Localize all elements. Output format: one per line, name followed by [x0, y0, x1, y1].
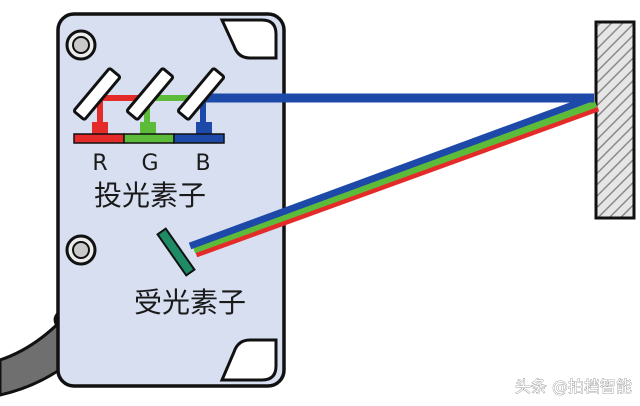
emitter-leds: [73, 122, 225, 144]
return-beam-green: [192, 100, 598, 254]
screw-icon-top: [65, 29, 97, 61]
receiver-element: [156, 227, 196, 277]
reflector-plate: [594, 20, 636, 220]
channel-label-b: B: [195, 151, 210, 176]
mirror-g: [125, 67, 175, 121]
return-beam-red: [194, 104, 600, 258]
channel-label-r: R: [92, 151, 107, 176]
mirror-r: [72, 67, 122, 121]
emitter-optics: [72, 67, 226, 128]
sensor-housing: [56, 12, 286, 388]
mirror-b: [176, 67, 226, 121]
beam-paths: [188, 93, 600, 258]
emitter-label: 投光素子: [94, 179, 206, 212]
watermark: 头条 @拍档智能: [515, 377, 632, 396]
screw-icon-bottom: [65, 234, 97, 266]
receiver-label: 受光素子: [134, 286, 246, 319]
return-beam-blue: [188, 94, 594, 250]
channel-label-g: G: [141, 151, 158, 176]
led-blue: [173, 122, 225, 144]
